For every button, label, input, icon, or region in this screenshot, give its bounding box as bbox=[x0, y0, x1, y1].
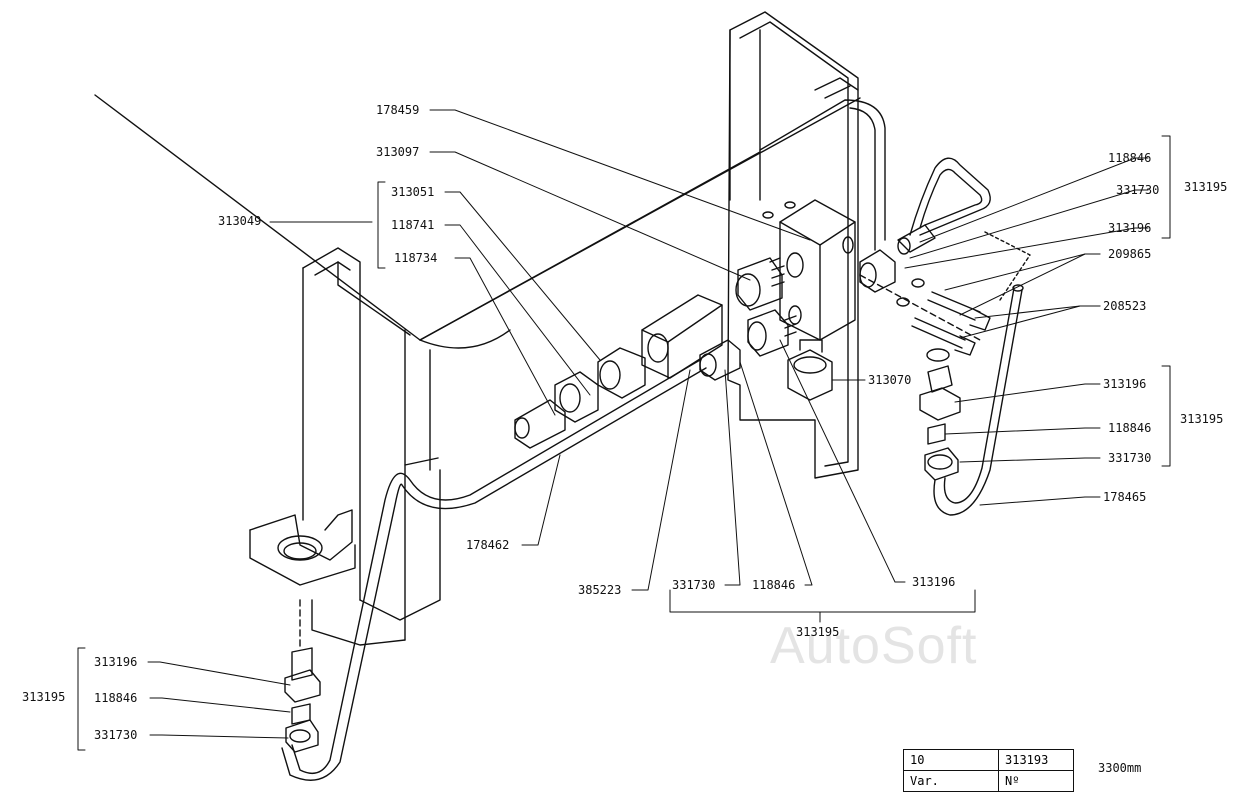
watermark: AutoSoft bbox=[770, 617, 978, 675]
label-208523: 208523 bbox=[1103, 299, 1147, 313]
label-331730-top-right: 331730 bbox=[1116, 183, 1160, 197]
fitting-118734 bbox=[514, 399, 566, 449]
label-313049: 313049 bbox=[218, 214, 262, 228]
fitting-118741 bbox=[554, 371, 599, 423]
brackets bbox=[77, 135, 1171, 751]
right-mast bbox=[727, 11, 859, 479]
fitting-313051 bbox=[597, 347, 646, 399]
title-block-qty: 10 bbox=[903, 749, 999, 771]
leader-lines bbox=[147, 109, 1149, 739]
manifold-block bbox=[762, 199, 856, 341]
label-313196-left: 313196 bbox=[94, 655, 138, 669]
fitting-313196-center bbox=[747, 309, 797, 357]
title-block-var-label: Var. bbox=[903, 770, 999, 792]
label-118846-bottom: 118846 bbox=[752, 578, 796, 592]
lower-bracket bbox=[249, 509, 356, 586]
title-block-number: 313193 bbox=[998, 749, 1074, 771]
label-331730-left: 331730 bbox=[94, 728, 138, 742]
label-313195-right: 313195 bbox=[1180, 412, 1224, 426]
label-331730-bottom: 331730 bbox=[672, 578, 716, 592]
label-385223: 385223 bbox=[578, 583, 622, 597]
label-178465: 178465 bbox=[1103, 490, 1147, 504]
lower-left-fitting-stack bbox=[284, 599, 321, 753]
label-118741: 118741 bbox=[391, 218, 435, 232]
coupling-178459 bbox=[641, 294, 723, 379]
fitting-385223 bbox=[699, 339, 741, 381]
label-118846-left: 118846 bbox=[94, 691, 138, 705]
label-313051: 313051 bbox=[391, 185, 435, 199]
label-178459: 178459 bbox=[376, 103, 420, 117]
label-313195-bottom: 313195 bbox=[796, 625, 840, 639]
label-313196-top-right: 313196 bbox=[1108, 221, 1152, 235]
label-313196-right: 313196 bbox=[1103, 377, 1147, 391]
bolts-208523 bbox=[859, 274, 991, 356]
right-fitting-stack bbox=[919, 348, 961, 481]
label-313195-left: 313195 bbox=[22, 690, 66, 704]
label-313070: 313070 bbox=[868, 373, 912, 387]
pipe-178465 bbox=[933, 231, 1031, 516]
title-block: 10 313193 Var. Nº bbox=[903, 749, 1074, 792]
label-118846-right: 118846 bbox=[1108, 421, 1152, 435]
frame-beam bbox=[94, 94, 886, 471]
label-209865: 209865 bbox=[1108, 247, 1152, 261]
label-118734: 118734 bbox=[394, 251, 438, 265]
triangle-fitting bbox=[897, 157, 991, 255]
fitting-313070 bbox=[787, 339, 833, 401]
label-331730-right: 331730 bbox=[1108, 451, 1152, 465]
label-118846-top-right: 118846 bbox=[1108, 151, 1152, 165]
label-313097: 313097 bbox=[376, 145, 420, 159]
label-313196-bottom: 313196 bbox=[912, 575, 956, 589]
fitting-313097 bbox=[735, 257, 785, 311]
label-313195-top-right: 313195 bbox=[1184, 180, 1228, 194]
label-178462: 178462 bbox=[466, 538, 510, 552]
left-mast bbox=[302, 247, 441, 646]
model-length: 3300mm bbox=[1098, 761, 1142, 775]
title-block-no-label: Nº bbox=[998, 770, 1074, 792]
fitting-right-of-block bbox=[859, 249, 896, 293]
pipe-178462 bbox=[281, 359, 707, 781]
